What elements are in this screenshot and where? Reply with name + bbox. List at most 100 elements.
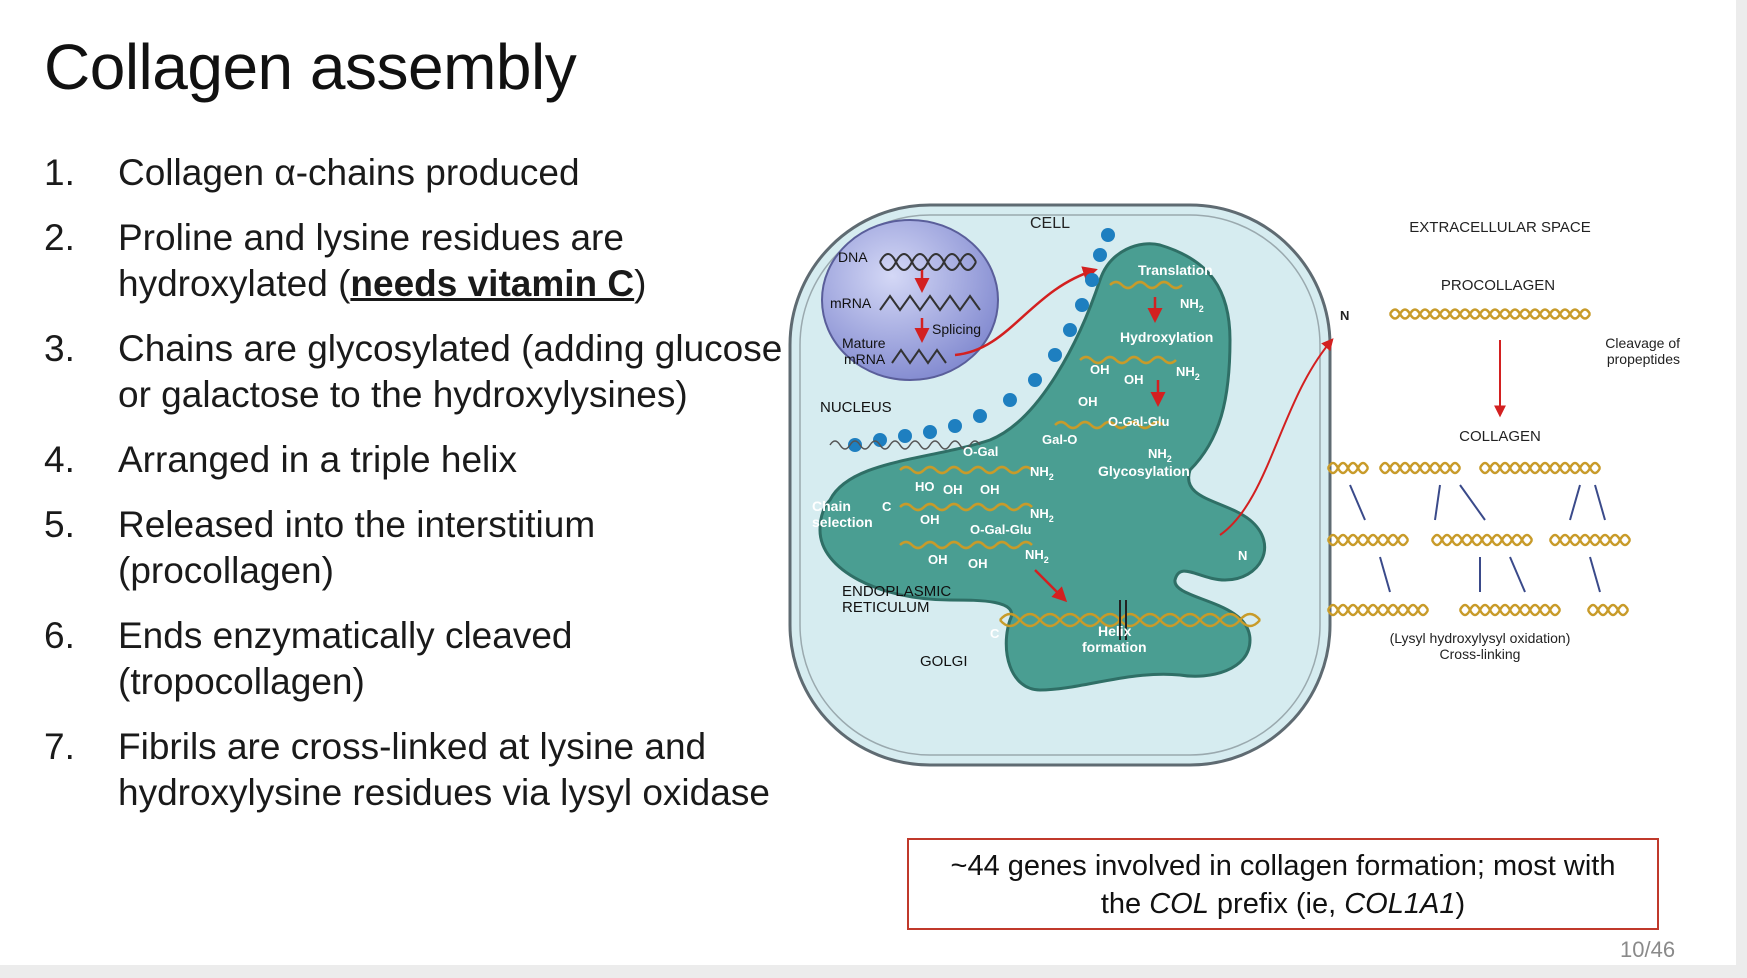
slide-title: Collagen assembly (44, 31, 577, 103)
glycosylation-label: Glycosylation (1098, 463, 1190, 479)
svg-text:NH2: NH2 (1030, 464, 1054, 482)
list-text: Collagen α-chains produced (118, 152, 580, 193)
list-number: 5. (44, 504, 75, 545)
helix-formation-label: formation (1082, 639, 1147, 655)
list-item: 5. Released into the interstitium (procol… (44, 502, 784, 594)
dna-label: DNA (838, 249, 868, 265)
nucleus-label: NUCLEUS (820, 399, 892, 416)
callout-italic: COL1A1 (1344, 888, 1456, 920)
list-item: 4. Arranged in a triple helix (44, 437, 784, 483)
helix-formation-label: Helix (1098, 623, 1132, 639)
oh-label: OH (928, 552, 948, 567)
svg-text:NH2: NH2 (1180, 296, 1204, 314)
svg-text:NH2: NH2 (1030, 506, 1054, 524)
o-gal-label: O-Gal (963, 444, 998, 459)
emphasis-text: needs vitamin C (350, 263, 635, 304)
list-number: 1. (44, 152, 75, 193)
oh-label: OH (1090, 362, 1110, 377)
nh2-label: NH (1025, 547, 1044, 562)
chain-selection-label: Chain (812, 498, 851, 514)
list-number: 3. (44, 328, 75, 369)
n-terminus-label: N (1340, 308, 1349, 323)
svg-text:NH2: NH2 (1148, 446, 1172, 464)
cleavage-label: Cleavage of (1605, 335, 1680, 351)
subscript: 2 (1199, 304, 1204, 314)
list-item: 7. Fibrils are cross-linked at lysine and… (44, 724, 784, 816)
cross-links (1349, 484, 1606, 593)
callout-line: ~44 genes involved in collagen formation… (950, 850, 1616, 882)
mature-mrna-label: mRNA (844, 351, 886, 367)
list-number: 6. (44, 615, 75, 656)
ribosomes (848, 228, 1115, 452)
procollagen-label: PROCOLLAGEN (1441, 277, 1555, 294)
callout-text: prefix (ie, (1208, 888, 1345, 920)
mrna-label: mRNA (830, 295, 872, 311)
translation-label: Translation (1138, 262, 1213, 278)
oh-label: OH (1124, 372, 1144, 387)
list-text: Ends enzymatically cleaved (tropocollage… (118, 615, 573, 702)
list-number: 7. (44, 726, 75, 767)
nh2-label: NH (1030, 464, 1049, 479)
collagen-fibrils (1326, 461, 1632, 617)
list-item: 6. Ends enzymatically cleaved (tropocolla… (44, 613, 784, 705)
oh-label: OH (980, 482, 1000, 497)
cleavage-label: propeptides (1607, 351, 1680, 367)
c-terminus-label: C (882, 499, 892, 514)
svg-text:NH2: NH2 (1176, 364, 1200, 382)
list-item: 2. Proline and lysine residues are hydrox… (44, 215, 784, 307)
nh2-label: NH (1180, 296, 1199, 311)
procollagen-helix (1388, 308, 1592, 320)
subscript: 2 (1167, 454, 1172, 464)
list-item: 1. Collagen α-chains produced (44, 150, 784, 196)
collagen-label: COLLAGEN (1459, 428, 1541, 445)
list-text: Fibrils are cross-linked at lysine and h… (118, 726, 770, 813)
golgi-label: GOLGI (920, 653, 968, 670)
er-label: ENDOPLASMIC (842, 583, 951, 600)
subscript: 2 (1044, 555, 1049, 565)
subscript: 2 (1049, 514, 1054, 524)
subscript: 2 (1195, 372, 1200, 382)
oh-label: OH (1078, 394, 1098, 409)
nh2-label: NH (1176, 364, 1195, 379)
chain-selection-label: selection (812, 514, 873, 530)
nh2-label: NH (1148, 446, 1167, 461)
callout-line: the COL prefix (ie, COL1A1) (909, 885, 1657, 923)
n-terminus-label: N (1238, 548, 1247, 563)
extracellular-label: EXTRACELLULAR SPACE (1409, 219, 1590, 236)
list-number: 2. (44, 217, 75, 258)
page-number: 10/46 (1620, 937, 1676, 962)
ho-label: HO (915, 479, 935, 494)
crosslink-label: Cross-linking (1440, 646, 1521, 662)
splicing-label: Splicing (932, 321, 981, 337)
endoplasmic-reticulum (818, 242, 1267, 692)
er-label: RETICULUM (842, 599, 930, 616)
callout-italic: COL (1149, 888, 1209, 920)
list-text: Proline and lysine residues are hydroxyl… (118, 217, 624, 304)
callout-text: the (1100, 888, 1150, 920)
list-item: 3. Chains are glycosylated (adding glucos… (44, 326, 784, 418)
callout-text: ) (1455, 888, 1466, 920)
oh-label: OH (920, 512, 940, 527)
crosslink-label: (Lysyl hydroxylysyl oxidation) (1390, 630, 1571, 646)
list-text: Released into the interstitium (procolla… (118, 504, 596, 591)
subscript: 2 (1049, 472, 1054, 482)
hydroxylation-label: Hydroxylation (1120, 329, 1213, 345)
o-gal-glu-label: O-Gal-Glu (970, 522, 1031, 537)
list-text: ) (634, 263, 647, 304)
nucleus (821, 219, 999, 381)
list-text: Chains are glycosylated (adding glucose … (118, 328, 783, 415)
mature-mrna-label: Mature (842, 335, 886, 351)
list-text: Arranged in a triple helix (118, 439, 517, 480)
cell-label: CELL (1030, 215, 1070, 232)
o-gal-glu-label: O-Gal-Glu (1108, 414, 1169, 429)
c-terminus-label: C (990, 626, 1000, 641)
nh2-label: NH (1030, 506, 1049, 521)
list-number: 4. (44, 439, 75, 480)
gene-callout-box: ~44 genes involved in collagen formation… (907, 838, 1659, 930)
triple-helix (999, 612, 1261, 628)
collagen-synthesis-diagram: CELL NUCLEUS DNA mRNA Splicing Mature mR… (788, 203, 1680, 767)
oh-label: OH (968, 556, 988, 571)
svg-text:NH2: NH2 (1025, 547, 1049, 565)
steps-list: 1. Collagen α-chains produced 2. Proline a… (44, 150, 784, 835)
